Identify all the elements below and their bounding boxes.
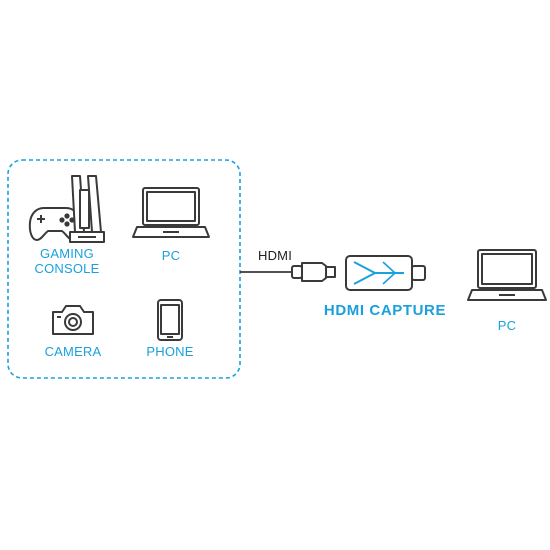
camera-label: CAMERA xyxy=(44,344,102,359)
pc-source-label: PC xyxy=(161,248,181,263)
gaming-console-label: GAMING CONSOLE xyxy=(34,246,100,276)
capture-card-icon xyxy=(345,255,426,291)
console-icon xyxy=(69,175,105,243)
pc-target-label: PC xyxy=(497,318,517,333)
gamepad-icon xyxy=(28,207,82,241)
hdmi-cable-icon xyxy=(291,262,336,282)
target-laptop-icon xyxy=(467,249,547,301)
laptop-icon xyxy=(132,187,210,238)
source-group-box xyxy=(7,159,241,379)
phone-icon xyxy=(157,299,183,341)
hdmi-cable-label: HDMI xyxy=(257,248,293,263)
hdmi-capture-label: HDMI CAPTURE xyxy=(323,302,447,319)
camera-icon xyxy=(52,305,94,335)
phone-label: PHONE xyxy=(146,344,194,359)
